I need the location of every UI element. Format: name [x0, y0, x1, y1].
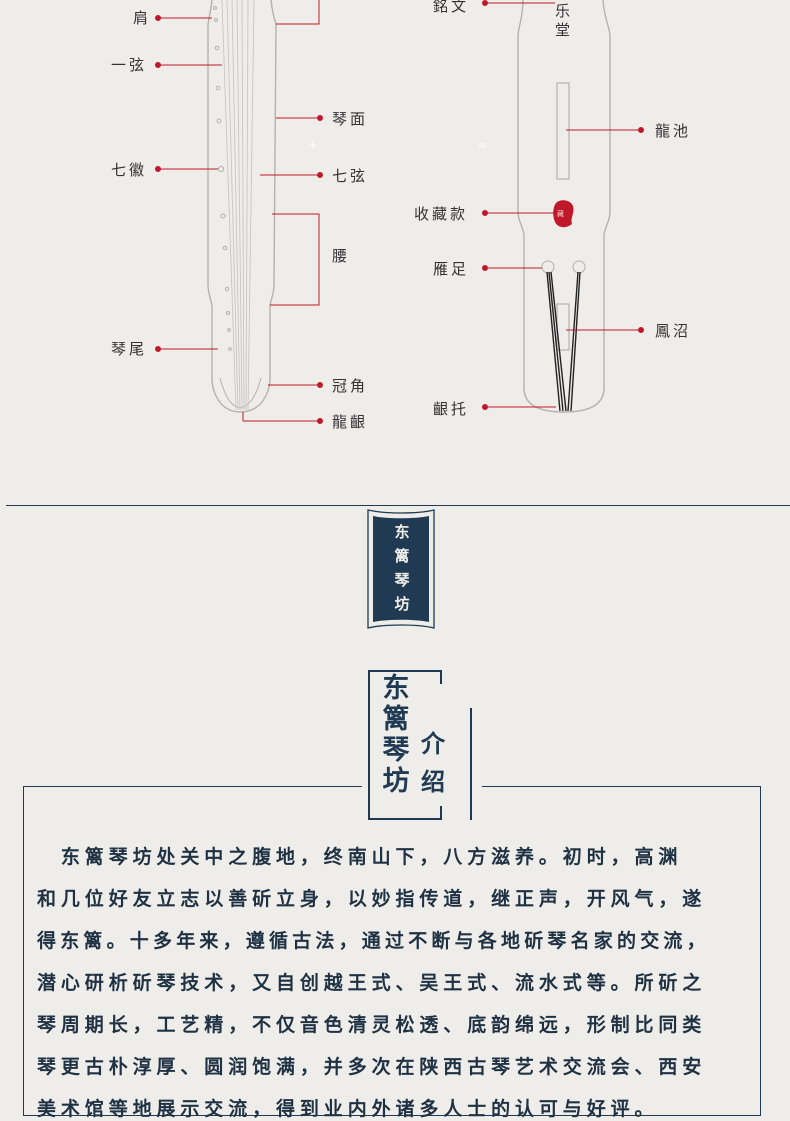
intro-line-5: 琴周期长，工艺精，不仅音色清灵松透、底韵绵远，形制比同类 — [37, 1014, 707, 1036]
label-waist: 腰 — [332, 247, 351, 265]
label-gum-support: 齦托 — [433, 400, 470, 418]
intro-line-4: 潜心研析斫琴技术，又自创越王式、吴王式、流水式等。所斫之 — [37, 972, 707, 994]
label-dragon-gum: 龍齦 — [332, 413, 369, 431]
qin-strings — [221, 0, 255, 411]
intro-line-1: 东篱琴坊处关中之腹地，终南山下，八方滋养。初时，高渊 — [37, 846, 683, 868]
svg-text:藏: 藏 — [557, 209, 564, 218]
qin-back-body — [517, 0, 611, 413]
label-string1: 一弦 — [111, 56, 148, 74]
intro-line-3: 得东篱。十多年来，遵循古法，通过不断与各地斫琴名家的交流， — [37, 930, 710, 952]
intro-title-sub: 介绍 — [421, 729, 445, 796]
label-hui7: 七徽 — [111, 161, 148, 179]
label-goose-feet: 雁足 — [433, 260, 470, 278]
label-inscription: 銘文 — [433, 0, 470, 15]
dragon-pool-slot — [556, 82, 570, 180]
goose-feet — [541, 260, 586, 274]
badge-frame — [367, 509, 435, 629]
intro-title-main: 东篱琴坊 — [382, 673, 410, 797]
qin-diagram: + = 藏 — [155, 0, 644, 424]
label-tail: 琴尾 — [111, 340, 148, 358]
badge-label: 东篱琴坊 — [394, 523, 410, 613]
intro-line-6: 琴更古朴淳厚、圆润饱满，并多次在陕西古琴艺术交流会、西安 — [37, 1056, 707, 1078]
intro-line-2: 和几位好友立志以善斫立身，以妙指传道，继正声，开风气，遂 — [37, 888, 707, 910]
label-phoenix-pond: 鳳沼 — [655, 322, 692, 340]
intro-line-7: 美术馆等地展示交流，得到业内外诸多人士的认可与好评。 — [37, 1098, 659, 1120]
label-hall-name: 乐堂 — [555, 2, 574, 39]
svg-text:=: = — [477, 138, 487, 152]
label-crown: 冠角 — [332, 377, 369, 395]
title-frame — [368, 670, 440, 820]
front-leaders — [155, 15, 323, 424]
label-shoulder: 肩 — [133, 9, 152, 27]
hui-markers — [213, 6, 232, 351]
svg-text:+: + — [308, 138, 318, 152]
section-divider — [6, 505, 790, 506]
label-dragon-pool: 龍池 — [655, 122, 692, 140]
label-seal: 收藏款 — [414, 205, 469, 223]
collection-seal: 藏 — [553, 200, 574, 228]
label-string7: 七弦 — [332, 167, 369, 185]
label-face: 琴面 — [332, 110, 369, 128]
back-leaders — [482, 0, 644, 410]
